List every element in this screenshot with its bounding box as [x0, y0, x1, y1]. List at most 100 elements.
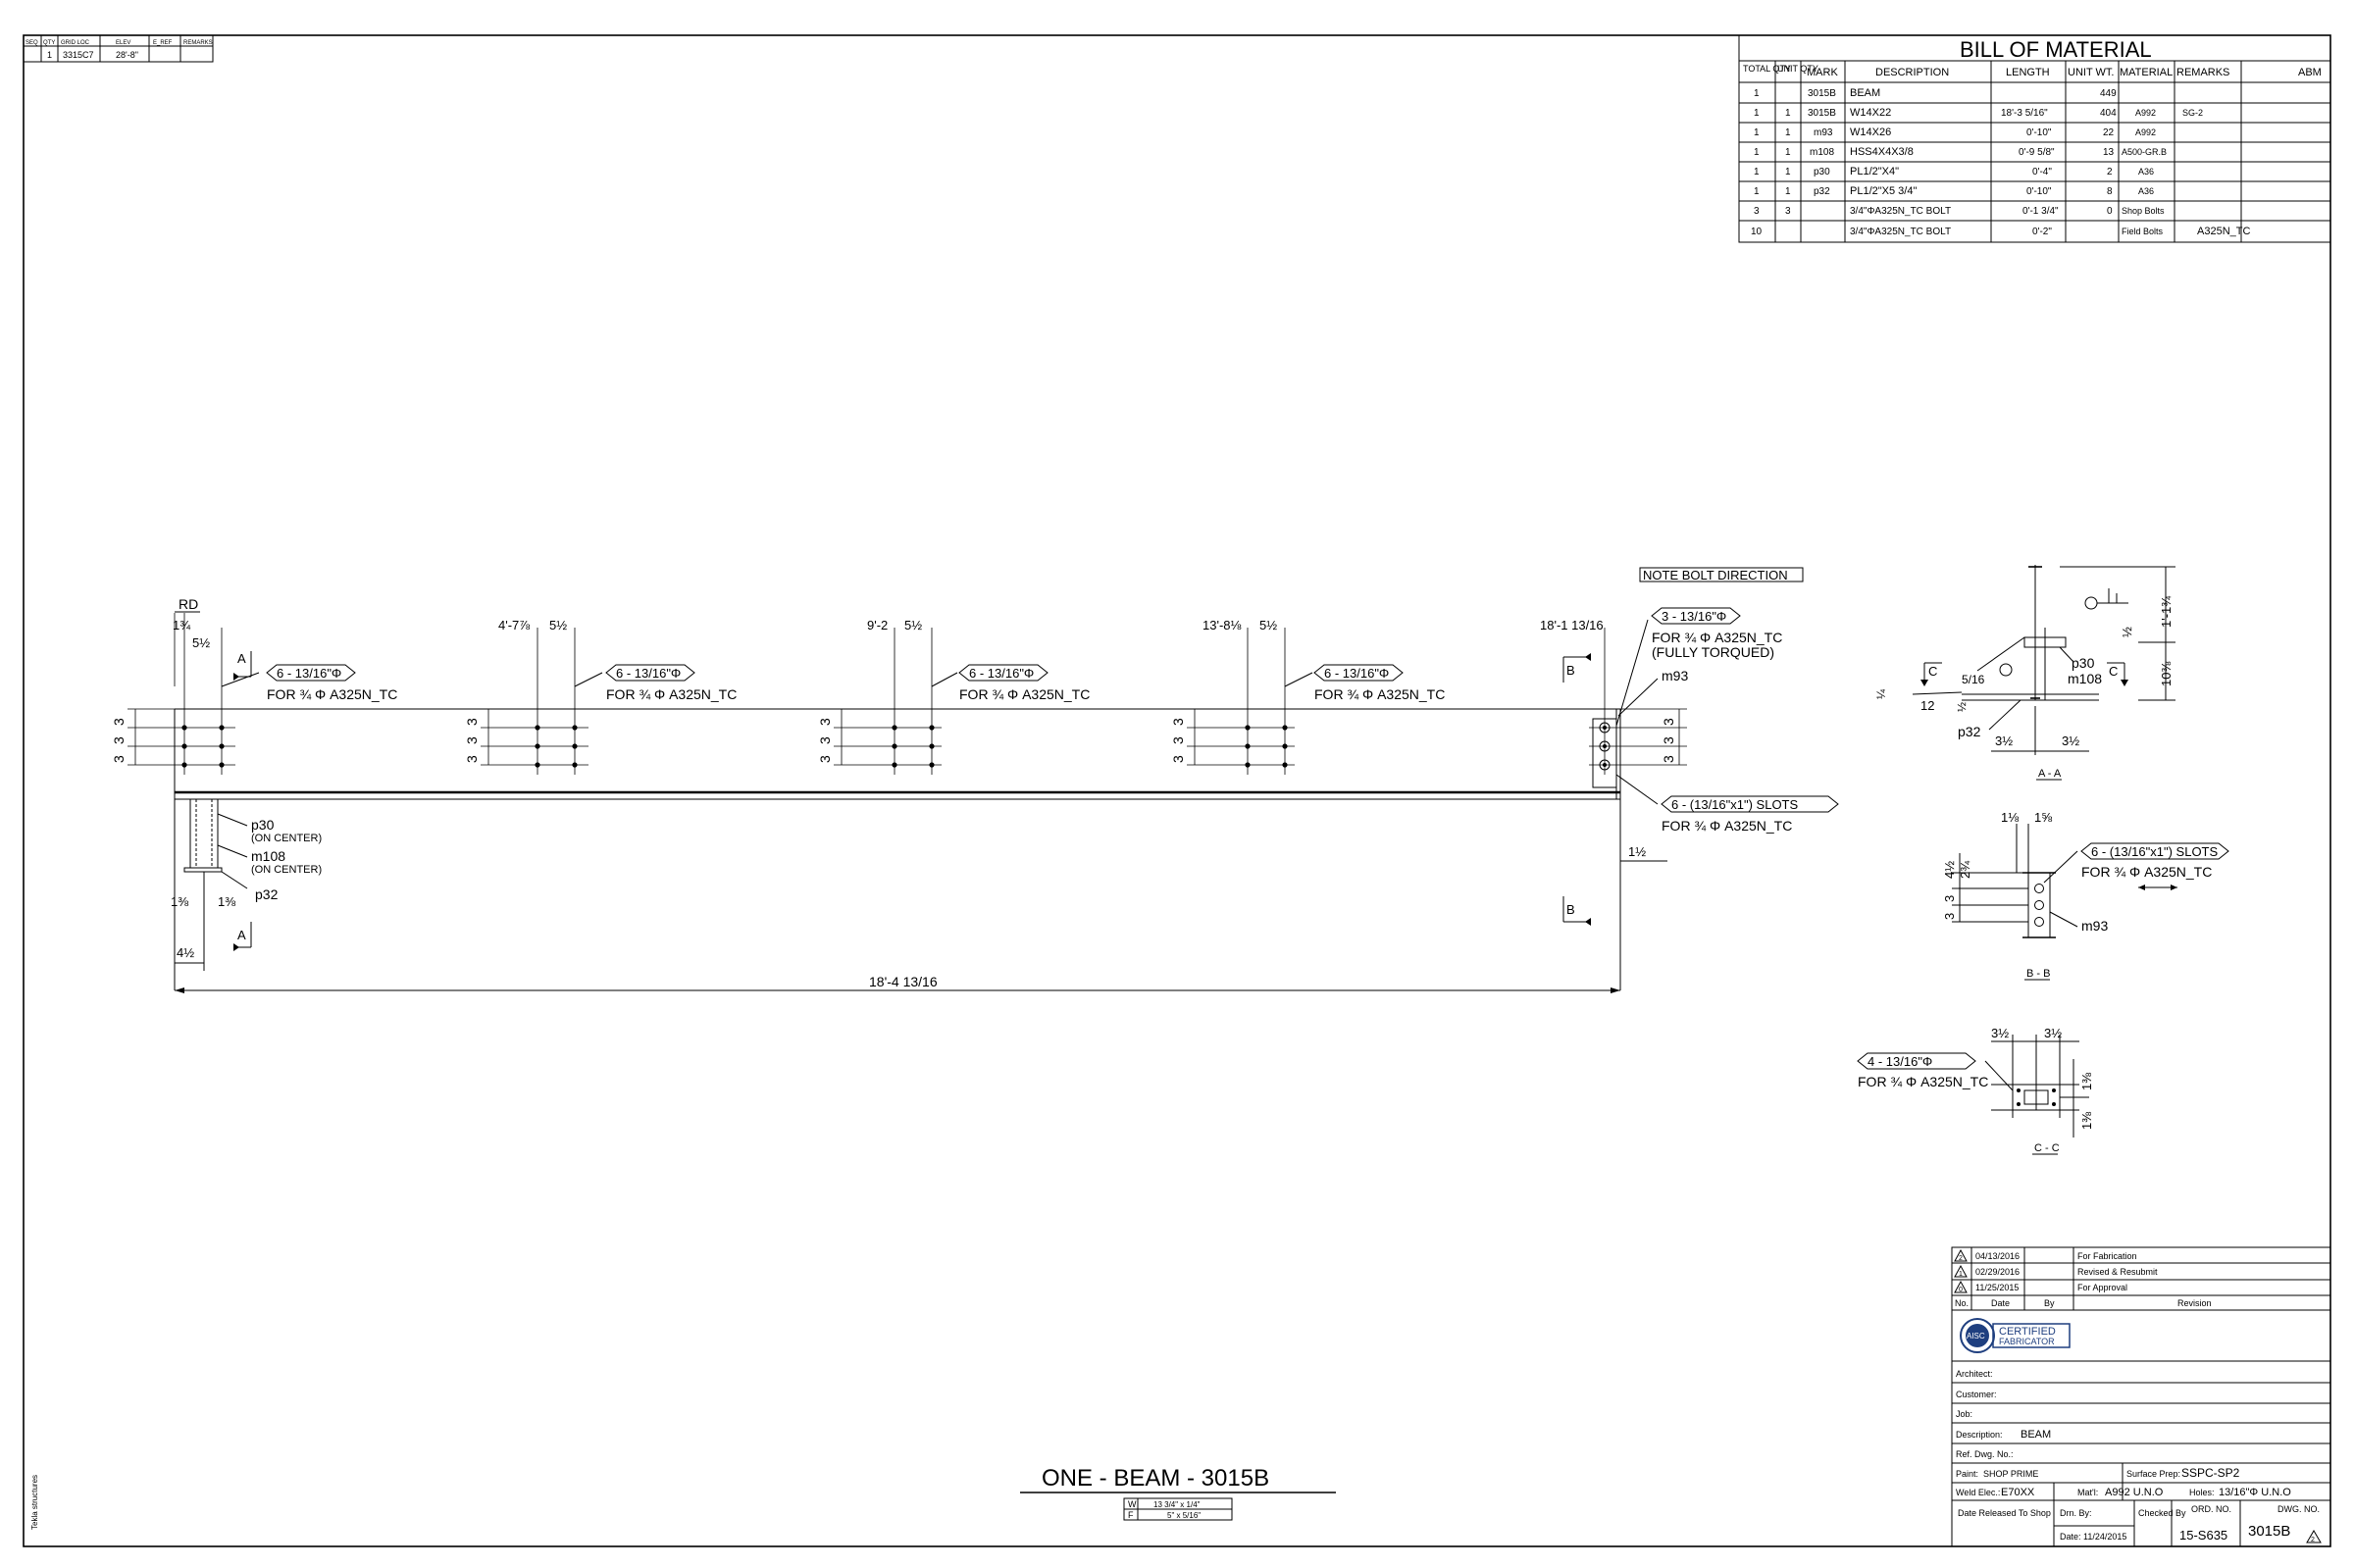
- group-dim-lines: [134, 613, 1680, 775]
- end-plate-m93: [1592, 718, 1617, 788]
- side-note: Tekla structures: [30, 1475, 39, 1530]
- bom-r6-unit: 3: [1785, 206, 1791, 217]
- bom-r4-wt: 2: [2107, 167, 2113, 177]
- title-f-value: 5" x 5/16": [1167, 1511, 1201, 1520]
- tb-weld-value: E70XX: [2001, 1487, 2035, 1498]
- gage-g3: 5½: [904, 618, 922, 632]
- bom-r1-length: 18'-3 5/16": [2001, 108, 2048, 119]
- end-loc: 18'-1 13/16: [1540, 618, 1604, 632]
- bom-r3-material: A500-GR.B: [2122, 147, 2167, 157]
- bom-r6-total: 3: [1754, 206, 1760, 217]
- bb-mark: m93: [2081, 918, 2108, 934]
- strip-elev: 28'-8": [116, 50, 138, 60]
- tb-rev-mark: 2: [2311, 1537, 2315, 1543]
- sp-8: 3: [817, 736, 833, 744]
- rev-2-no: 0: [1959, 1287, 1963, 1293]
- end-slots-bolts: FOR ¾ Φ A325N_TC: [1662, 818, 1792, 834]
- tb-released: Date Released To Shop: [1958, 1508, 2051, 1518]
- end-bolts: FOR ¾ Φ A325N_TC: [1652, 630, 1782, 645]
- bolts-g3: FOR ¾ Φ A325N_TC: [959, 686, 1090, 702]
- bom-r1-remarks: SG-2: [2182, 108, 2203, 118]
- bom-r3-desc: HSS4X4X3/8: [1850, 146, 1914, 158]
- gage-g2: 5½: [549, 618, 567, 632]
- sp-5: 3: [464, 736, 480, 744]
- bom-r5-unit: 1: [1785, 186, 1791, 197]
- hole-guides: [128, 708, 1687, 766]
- bom-h-wt: UNIT WT.: [2068, 67, 2114, 78]
- strip-qty: 1: [47, 50, 52, 60]
- bom-r6-material: Shop Bolts: [2122, 206, 2165, 216]
- bom-r0-mark: 3015B: [1808, 88, 1836, 99]
- gage-g4: 5½: [1259, 618, 1277, 632]
- aa-weld-b: ¼: [1874, 688, 1888, 699]
- sp-3: 3: [111, 755, 127, 763]
- sp-11: 3: [1170, 736, 1186, 744]
- loc-g4: 13'-8⅛: [1203, 618, 1242, 632]
- bom-r7-length: 0'-2": [2032, 227, 2052, 237]
- bolts-g2: FOR ¾ Φ A325N_TC: [606, 686, 737, 702]
- tb-checked-by: Checked By: [2138, 1508, 2186, 1518]
- bom-h-abm: ABM: [2298, 67, 2322, 78]
- bom-r6-wt: 0: [2107, 206, 2113, 217]
- rev-0-date: 04/13/2016: [1975, 1251, 2020, 1261]
- end-fully-torqued: (FULLY TORQUED): [1652, 644, 1774, 660]
- p30-label: p30: [251, 817, 275, 833]
- rev-0-desc: For Fabrication: [2077, 1251, 2137, 1261]
- section-a-marker-top: A: [233, 651, 252, 681]
- aa-half2: ½: [1955, 702, 1969, 712]
- strip-grid: 3315C7: [63, 50, 94, 60]
- callout-g1: 6 - 13/16"Φ FOR ¾ Φ A325N_TC: [221, 664, 397, 702]
- bom-r1-material: A992: [2135, 108, 2156, 118]
- aa-dim-top: 1'-1¾: [2159, 596, 2174, 628]
- bom-r5-length: 0'-10": [2026, 186, 2052, 197]
- bom-r4-total: 1: [1754, 167, 1760, 177]
- sp-2: 3: [111, 736, 127, 744]
- sec-a-bot-label: A: [237, 928, 246, 942]
- bom-r1-desc: W14X22: [1850, 107, 1891, 119]
- bom-r2-total: 1: [1754, 127, 1760, 138]
- logo-text: AISC: [1967, 1332, 1985, 1340]
- bom-r4-mark: p30: [1814, 167, 1830, 177]
- holes-g4: 6 - 13/16"Φ: [1324, 666, 1389, 681]
- sec-b-top-label: B: [1566, 663, 1575, 678]
- sp-13: 3: [1661, 718, 1676, 726]
- tb-surface-value: SSPC-SP2: [2181, 1466, 2240, 1480]
- bom-r5-wt: 8: [2107, 186, 2113, 197]
- sheet-border: [23, 34, 2331, 1547]
- strip-h-remarks: REMARKS: [183, 40, 213, 46]
- aa-dim-half: ½: [2120, 627, 2134, 637]
- bom-r4-material: A36: [2138, 167, 2154, 177]
- tb-dwg-value: 3015B: [2248, 1523, 2290, 1540]
- bom-r0-desc: BEAM: [1850, 87, 1880, 99]
- bom-r5-total: 1: [1754, 186, 1760, 197]
- cc-d3: 1⅜: [2079, 1073, 2094, 1090]
- tb-customer: Customer:: [1956, 1390, 1997, 1399]
- aa-d1: 3½: [1995, 733, 2013, 748]
- bom-r3-length: 0'-9 5/8": [2019, 147, 2055, 158]
- sp-9: 3: [817, 755, 833, 763]
- sp-7: 3: [817, 718, 833, 726]
- bom-r3-mark: m108: [1810, 147, 1834, 158]
- title-main: ONE - BEAM - 3015B: [1042, 1465, 1269, 1492]
- bom-r4-desc: PL1/2"X4": [1850, 166, 1899, 177]
- tb-weld-label: Weld Elec.:: [1956, 1488, 2000, 1497]
- bom-r3-wt: 13: [2103, 147, 2115, 158]
- rev-1-no: 1: [1959, 1271, 1963, 1278]
- bb-d1: 1⅛: [2001, 810, 2019, 825]
- bom-h-unit: UNIT QTY: [1777, 64, 1818, 74]
- bb-d4: 2¾: [1958, 861, 1972, 879]
- strip-h-seq: SEQ: [26, 40, 38, 46]
- bolts-g4: FOR ¾ Φ A325N_TC: [1314, 686, 1445, 702]
- bom-r4-unit: 1: [1785, 167, 1791, 177]
- bb-slots: 6 - (13/16"x1") SLOTS: [2091, 844, 2218, 859]
- bom-r3-unit: 1: [1785, 147, 1791, 158]
- dim-1-3-8-b: 1⅜: [218, 894, 235, 909]
- bb-d5a: 3: [1942, 895, 1957, 902]
- bom-h-desc: DESCRIPTION: [1875, 67, 1949, 78]
- loc-g3: 9'-2: [867, 618, 888, 632]
- bom-r3-total: 1: [1754, 147, 1760, 158]
- bom-h-remarks: REMARKS: [2176, 67, 2229, 78]
- bb-d5b: 3: [1942, 913, 1957, 920]
- logo-line2: FABRICATOR: [1999, 1337, 2055, 1346]
- cc-holes: 4 - 13/16"Φ: [1868, 1054, 1932, 1069]
